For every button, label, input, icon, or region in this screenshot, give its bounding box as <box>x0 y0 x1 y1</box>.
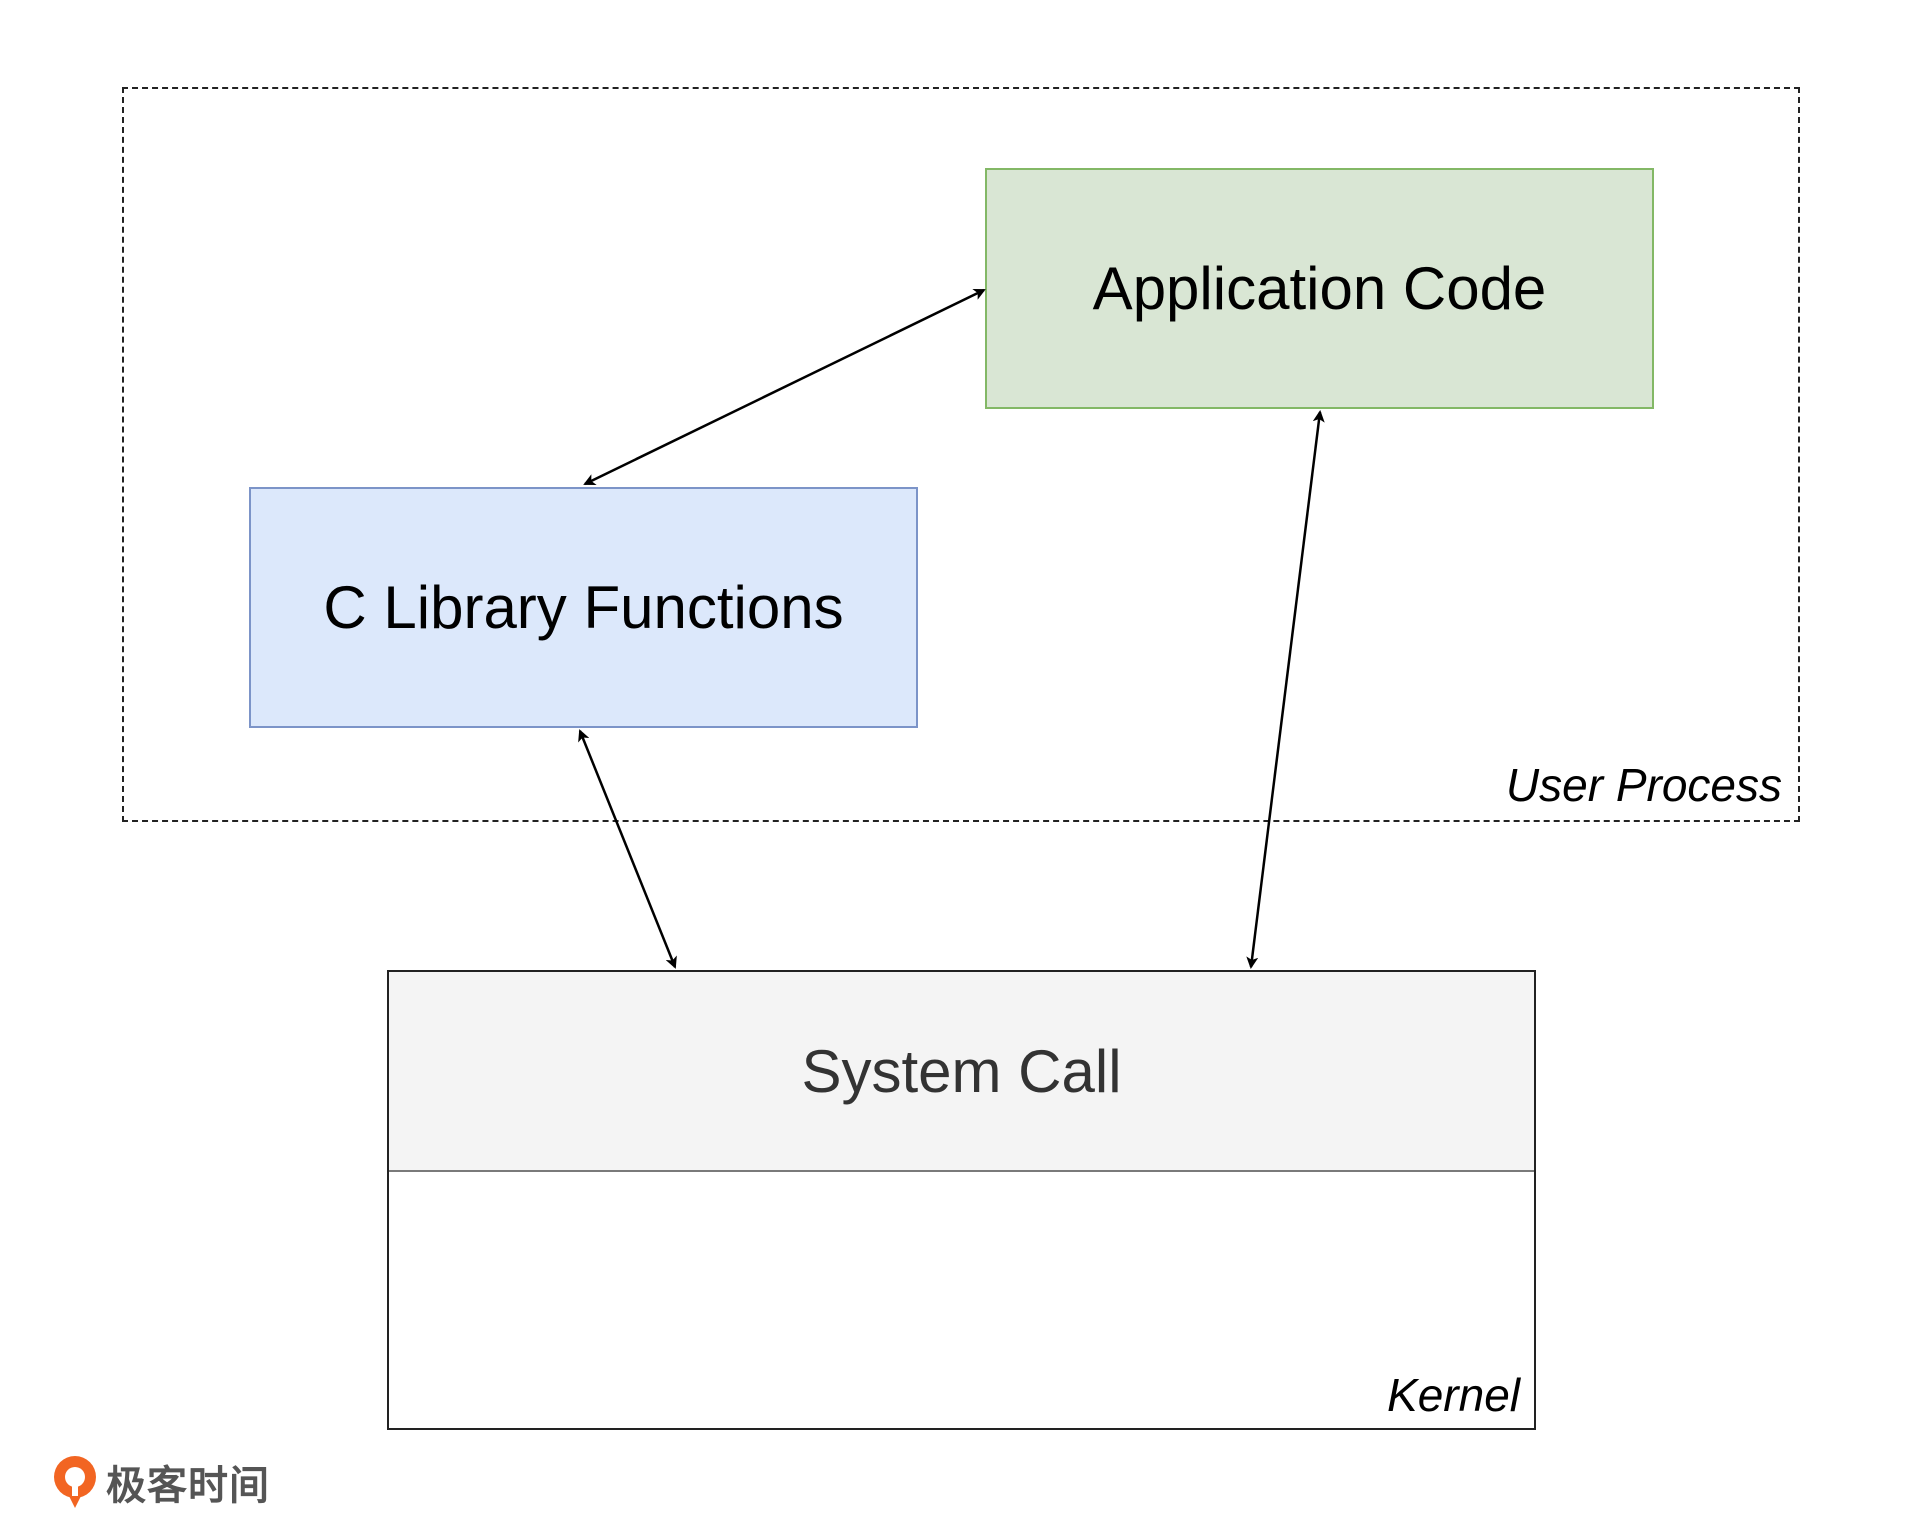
application-code-label: Application Code <box>1092 255 1547 322</box>
brand-name: 极客时间 <box>106 1463 270 1509</box>
c-library-functions-label: C Library Functions <box>323 574 844 641</box>
kernel-box: System Call Kernel <box>387 970 1536 1430</box>
application-code-box: Application Code <box>985 168 1654 409</box>
system-call-box: System Call <box>389 972 1534 1172</box>
c-library-functions-box: C Library Functions <box>249 487 918 728</box>
user-process-boundary: User Process <box>122 87 1800 822</box>
user-process-label: User Process <box>1505 759 1782 811</box>
geektime-logo-icon <box>54 1456 96 1508</box>
kernel-label: Kernel <box>1387 1369 1520 1421</box>
system-call-label: System Call <box>801 1037 1122 1105</box>
brand-watermark: 极客时间 <box>50 1453 270 1511</box>
